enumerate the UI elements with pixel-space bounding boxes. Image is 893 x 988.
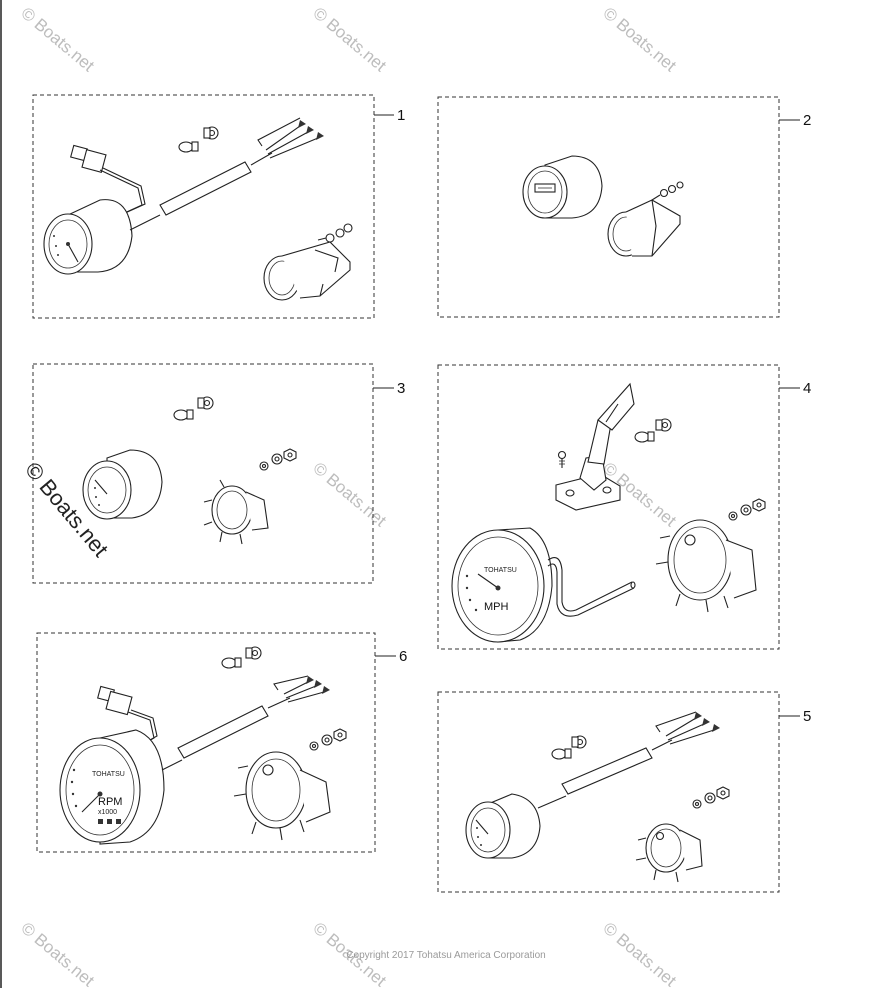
sender-cable (161, 675, 330, 771)
kit-5-gauge: 5 (437, 691, 811, 893)
rpm-label: RPM (98, 796, 122, 808)
callout-5: 5 (803, 708, 811, 725)
pitot-hose (547, 557, 636, 617)
kit-4-speedometer: 4 (437, 364, 811, 650)
callout-1: 1 (397, 107, 405, 124)
watermark: © Boats.net (17, 4, 98, 76)
callout-2: 2 (803, 112, 811, 129)
mounting-bracket (263, 223, 353, 301)
copyright-notice: Copyright 2017 Tohatsu America Corporati… (346, 950, 545, 961)
hour-meter-gauge (522, 155, 603, 219)
watermark: © Boats.net (309, 4, 390, 76)
mounting-bracket (233, 751, 331, 841)
bulb (634, 418, 672, 443)
washers-nut (259, 448, 297, 471)
bulb (551, 735, 587, 760)
kit-1-tachometer: 1 (32, 94, 405, 319)
kit-1-frame (32, 94, 375, 319)
sender-cable (129, 117, 324, 231)
callout-4: 4 (803, 380, 811, 397)
washers-nut (728, 498, 766, 521)
watermark: © Boats.net (309, 459, 390, 531)
watermark: © Boats.net (17, 919, 98, 988)
trim-gauge (82, 449, 163, 520)
watermark: © Boats.net (599, 919, 680, 988)
kit-2-hour-meter: 2 (437, 96, 811, 318)
kit-6-frame (36, 632, 376, 853)
kit-5-frame (437, 691, 780, 893)
washers-nut (309, 728, 347, 751)
kit-6-rpm-tachometer: 6 RPM x1000 TOHATSU (36, 632, 407, 853)
screw (557, 450, 567, 468)
brand-label: TOHATSU (484, 567, 517, 574)
speedometer-gauge: MPH TOHATSU (451, 527, 553, 643)
mounting-bracket (203, 479, 269, 545)
brand-label: TOHATSU (92, 771, 125, 778)
small-gauge (465, 793, 541, 859)
connector (97, 685, 158, 747)
mounting-bracket (655, 519, 757, 613)
kit-4-frame (437, 364, 780, 650)
callout-3: 3 (397, 380, 405, 397)
callout-6: 6 (399, 648, 407, 665)
rpm-scale-label: x1000 (98, 809, 117, 816)
kit-2-frame (437, 96, 780, 318)
connector (70, 144, 146, 216)
tachometer-gauge (43, 199, 133, 275)
sender-cable (537, 711, 720, 809)
kit-3-frame (32, 363, 374, 584)
bulb (173, 396, 214, 421)
mounting-bracket (607, 181, 684, 257)
washers-nut (692, 786, 730, 809)
bulb (178, 126, 219, 153)
rpm-gauge: RPM x1000 TOHATSU (59, 729, 165, 845)
mounting-bracket (635, 823, 703, 883)
watermark: © Boats.net (599, 4, 680, 76)
bulb (221, 646, 262, 669)
pitot-pickup (555, 382, 635, 511)
kit-3-trim-meter: 3 (32, 363, 405, 584)
mph-label: MPH (484, 601, 509, 613)
